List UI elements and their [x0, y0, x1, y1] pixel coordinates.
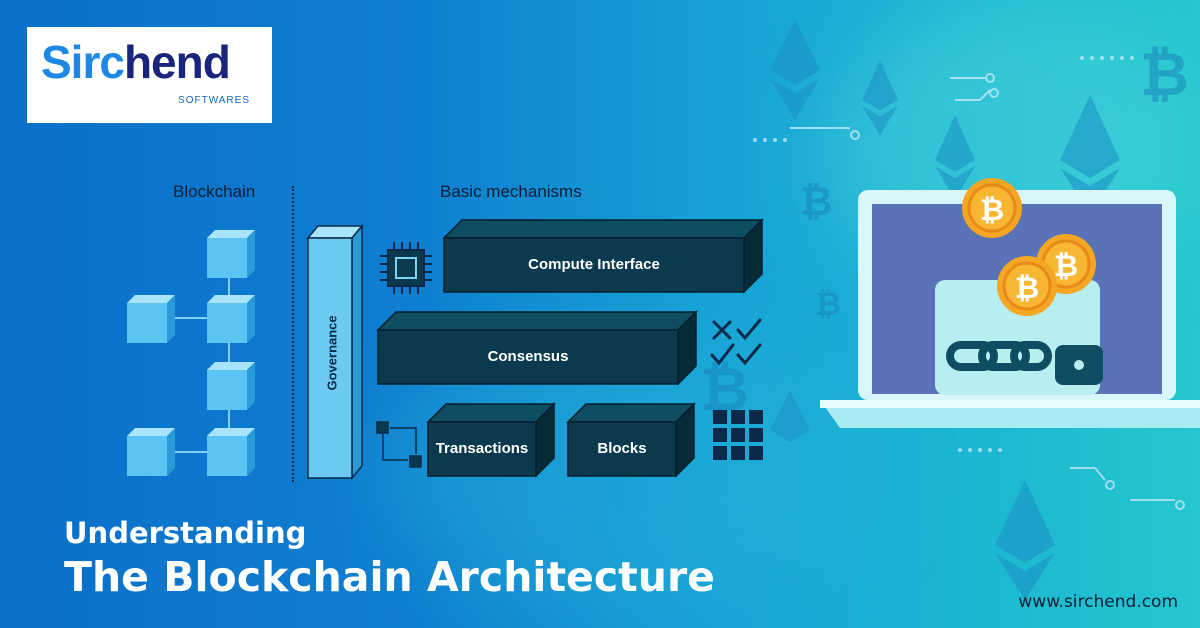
transactions-label: Transactions — [435, 440, 529, 457]
bitcoin-icon: ₿ — [815, 285, 841, 323]
chain-link-icon — [946, 341, 1052, 371]
logo-wordmark-part2: hend — [123, 36, 231, 88]
svg-text:₿: ₿ — [980, 193, 1004, 228]
basic-mechanisms-label: Basic mechanisms — [440, 182, 582, 201]
bitcoin-icon: ₿ — [800, 179, 833, 225]
ethereum-icon — [770, 20, 820, 85]
governance-pillar — [306, 223, 364, 481]
svg-text:₿: ₿ — [1015, 271, 1039, 306]
governance-label: Governance — [324, 315, 340, 391]
ethereum-icon — [862, 106, 898, 135]
bitcoin-coin-icon: ₿ — [962, 178, 1022, 238]
website-link[interactable]: www.sirchend.com — [1018, 592, 1178, 612]
headline-line1: Understanding — [64, 516, 307, 550]
logo-wordmark: Sirchend — [41, 36, 231, 88]
transaction-flow-icon — [376, 421, 422, 468]
consensus-label: Consensus — [487, 348, 569, 365]
brand-logo: Sirchend SOFTWARES — [27, 27, 272, 123]
chip-icon — [380, 242, 432, 294]
block-grid-icon — [713, 410, 763, 460]
cube-icon — [207, 428, 255, 476]
blockchain-column-label: Blockchain — [173, 182, 256, 201]
cube-icon — [207, 295, 255, 343]
ethereum-icon — [935, 115, 975, 172]
logo-tagline: SOFTWARES — [178, 95, 250, 106]
ethereum-icon — [1060, 95, 1120, 178]
cube-icon — [207, 362, 255, 410]
ethereum-icon — [862, 60, 898, 110]
blockchain-cubes — [127, 230, 255, 476]
ethereum-icon — [995, 553, 1055, 600]
transactions-box — [426, 402, 556, 478]
checkmarks-icon — [710, 318, 762, 366]
compute-interface-box — [442, 218, 764, 294]
compute-interface-label: Compute Interface — [528, 256, 660, 273]
ethereum-icon — [770, 78, 820, 120]
cube-icon — [127, 428, 175, 476]
consensus-box — [376, 310, 698, 386]
ethereum-icon — [770, 390, 810, 442]
laptop-wallet-illustration: ₿ ₿ ₿ — [820, 178, 1200, 428]
blocks-label: Blocks — [597, 440, 647, 457]
blocks-box — [566, 402, 696, 478]
ethereum-icon — [935, 166, 975, 200]
column-divider — [292, 186, 294, 482]
svg-text:₿: ₿ — [1054, 249, 1078, 284]
ethereum-icon — [995, 480, 1055, 563]
bitcoin-coin-icon: ₿ — [997, 256, 1057, 316]
bitcoin-icon: ₿ — [1140, 40, 1189, 110]
cube-icon — [127, 295, 175, 343]
logo-wordmark-part1: Sirc — [41, 36, 125, 88]
cube-icon — [207, 230, 255, 278]
headline-line2: The Blockchain Architecture — [64, 553, 715, 601]
